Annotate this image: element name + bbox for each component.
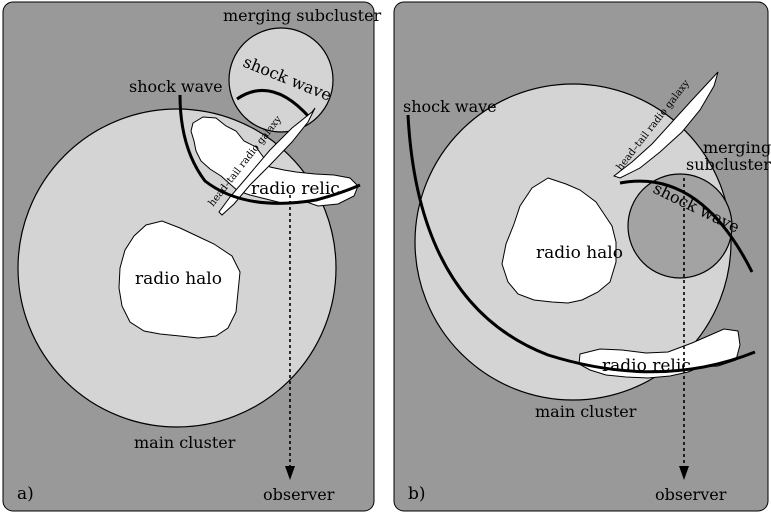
radio-halo-b — [501, 177, 617, 304]
label-merging-b: merging — [703, 138, 771, 157]
panel-tag-b: b) — [408, 484, 426, 504]
label-main-cluster-a: main cluster — [134, 433, 236, 452]
label-shock-wave-outer-b: shock wave — [403, 97, 497, 116]
label-merging-subcluster-a: merging subcluster — [223, 6, 382, 25]
panel-tag-a: a) — [17, 484, 34, 504]
radio-relic-a — [190, 116, 359, 207]
label-main-cluster-b: main cluster — [535, 402, 637, 421]
label-radio-halo-b: radio halo — [536, 243, 623, 263]
merging-subcluster-a — [228, 27, 334, 133]
observer-arrowhead-b — [679, 466, 689, 480]
label-shock-wave-outer-a: shock wave — [129, 77, 223, 96]
head-tail-galaxy-b — [612, 71, 719, 179]
head-tail-galaxy-a — [218, 107, 316, 216]
label-observer-a: observer — [263, 485, 335, 504]
label-radio-relic-a: radio relic — [251, 179, 340, 199]
shock-wave-outer-b — [406, 114, 756, 374]
panel-a: merging subcluster shock wave shock wave… — [2, 1, 382, 512]
label-radio-relic-b: radio relic — [602, 356, 691, 376]
panel-b: shock wave head–tail radio galaxy mergin… — [393, 1, 771, 512]
shock-wave-sub-b — [619, 179, 754, 273]
observer-arrowhead-a — [285, 466, 295, 480]
radio-halo-a — [118, 220, 241, 339]
label-observer-b: observer — [655, 485, 727, 504]
shock-wave-a — [178, 94, 361, 205]
merging-subcluster-b — [627, 173, 733, 279]
label-subcluster-b: subcluster — [686, 155, 771, 174]
label-radio-halo-a: radio halo — [135, 269, 222, 289]
subcluster-shock-a — [236, 89, 312, 119]
